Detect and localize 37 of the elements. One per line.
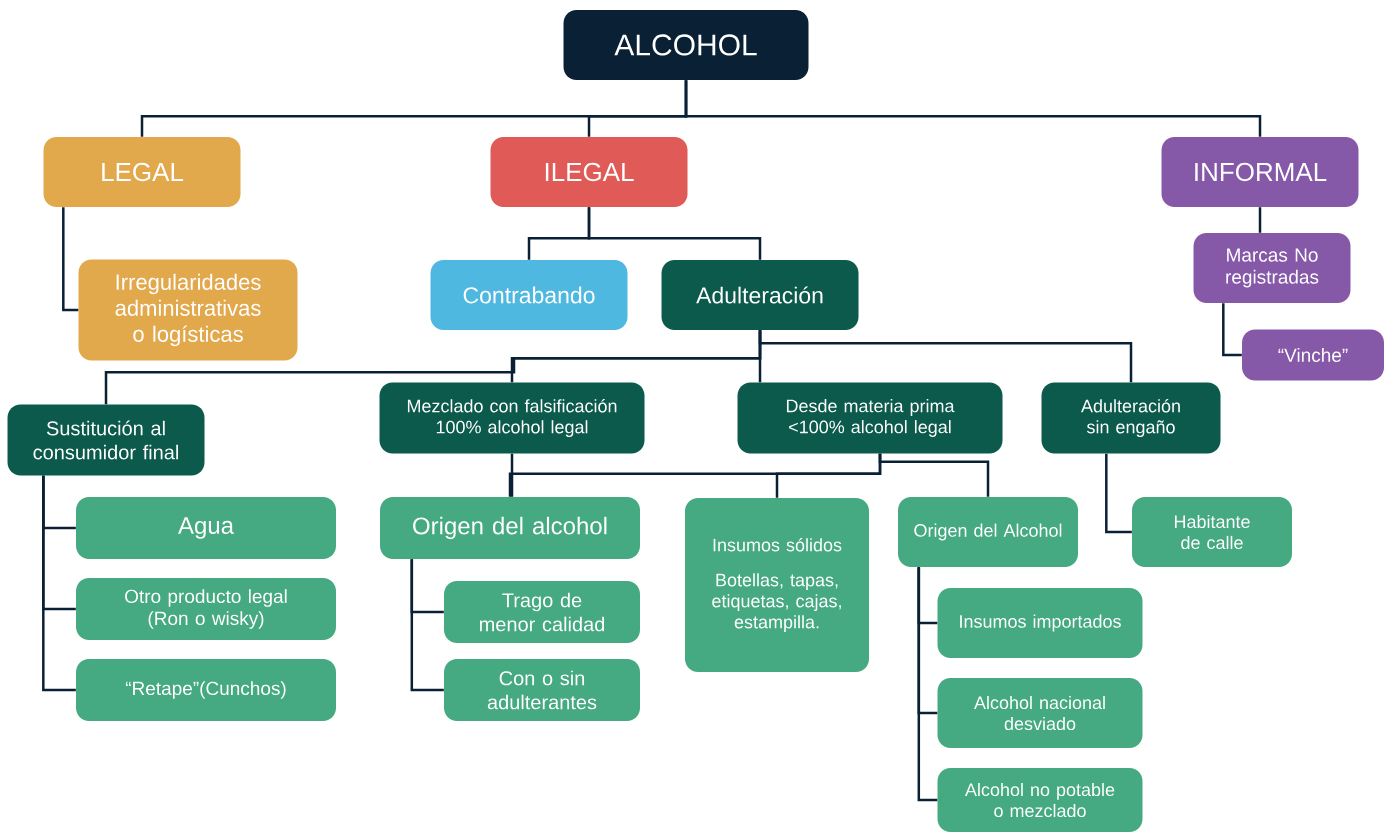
- category-box: INFORMAL: [1161, 137, 1359, 207]
- connector-line: [758, 330, 1133, 383]
- type-box: Adulteración sin engaño: [1041, 382, 1221, 454]
- item-box: Insumos sólidos Botellas, tapas, etiquetas, cajas, estampilla.: [685, 498, 869, 672]
- connector-line: [410, 559, 444, 692]
- subcategory-box: Adulteración: [661, 260, 859, 330]
- item-box: “Retape”(Cunchos): [76, 659, 336, 721]
- item-box: Habitante de calle: [1132, 497, 1292, 567]
- item-box: Trago de menor calidad: [444, 581, 640, 643]
- connector-line: [684, 80, 1262, 137]
- subcategory-box: Marcas No registradas: [1193, 233, 1351, 303]
- connector-line: [42, 475, 76, 692]
- item-box: Insumos importados: [937, 588, 1143, 658]
- item-box: “Vinche”: [1242, 329, 1384, 381]
- item-box: Otro producto legal (Ron o wisky): [76, 578, 336, 640]
- type-box: Sustitución al consumidor final: [7, 404, 205, 476]
- connector-line: [510, 453, 514, 497]
- subcategory-box: Contrabando: [430, 260, 628, 330]
- item-box: Origen del alcohol: [380, 497, 640, 559]
- category-box: LEGAL: [43, 137, 241, 207]
- connector-line: [1222, 303, 1242, 357]
- connector-line: [62, 207, 79, 312]
- item-box: Alcohol nacional desviado: [937, 678, 1143, 748]
- connector-line: [917, 567, 938, 802]
- category-box: ILEGAL: [490, 137, 688, 207]
- type-box: Desde materia prima <100% alcohol legal: [737, 382, 1003, 454]
- subcategory-box: Irregularidades administrativas o logísticas: [78, 259, 298, 361]
- connector-line: [1258, 207, 1262, 233]
- connector-line: [1105, 453, 1132, 534]
- item-box: Con o sin adulterantes: [444, 659, 640, 721]
- item-box: Alcohol no potable o mezclado: [937, 768, 1143, 832]
- title-box: ALCOHOL: [563, 10, 809, 80]
- connector-line: [587, 207, 762, 260]
- item-box: Origen del Alcohol: [898, 497, 1078, 567]
- item-box: Agua: [76, 497, 336, 559]
- connector-line: [878, 453, 990, 497]
- type-box: Mezclado con falsificación 100% alcohol legal: [379, 382, 645, 454]
